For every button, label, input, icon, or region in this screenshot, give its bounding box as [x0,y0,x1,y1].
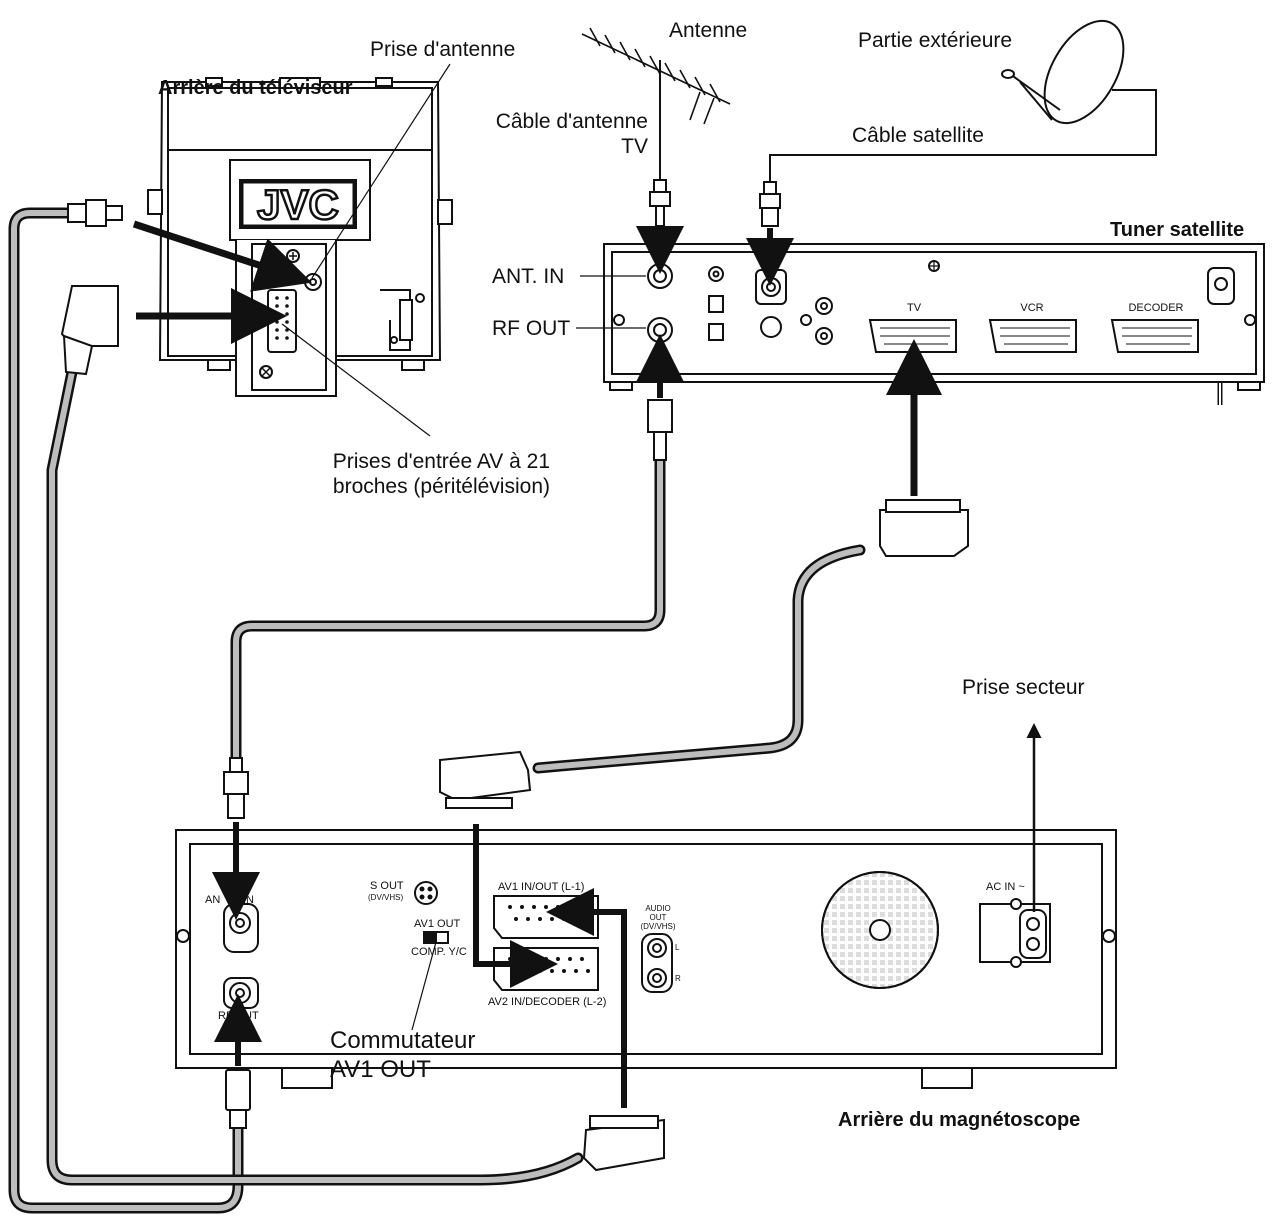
satellite-tuner-rear [603,243,1265,391]
arrow-antenna-tv [132,220,312,292]
comp-yc-label: COMP. Y/C [411,946,467,958]
scart-cable-tuner-vcr [532,544,866,774]
tv-scart-plug [60,285,119,376]
arrow-av1 [546,888,627,1108]
vcr-rf-out-label-a: RF [218,1010,233,1022]
tuner-decoder-label: DECODER [1128,302,1184,314]
vcr-ant-in-label-a: AN [205,894,221,906]
ant-in-label: ANT. IN [492,265,565,288]
vcr-ant-in-plug [223,757,249,819]
tv-antenna-cable-label: Câble d'antenne TV [495,110,648,158]
satellite-cable-label: Câble satellite [852,124,984,147]
av1-out-switch-label: Commutateur AV1 OUT [330,1027,476,1083]
tv-antenna-plug [67,199,123,227]
s-out-label: S OUT [370,880,404,892]
antenna-label: Antenne [669,19,748,42]
arrow-av2 [473,824,558,988]
callout-lines [281,63,646,1031]
av-inputs-label: Prises d'entrée AV à 21 broches (péritél… [332,450,550,498]
tuner-scart-plug [879,499,969,557]
vcr-rear [175,829,1117,1089]
satellite-dish-icon [1001,19,1125,125]
vcr-ant-in-label-b: IN [243,894,254,906]
vcr-av1-scart [493,895,599,939]
av2-in-decoder-label: AV2 IN/DECODER (L-2) [488,996,607,1008]
svg-text:JVC: JVC [257,181,339,228]
rf-out-label: RF OUT [492,317,571,340]
coax-cable-tuner-vcr [230,454,666,766]
scart-cable-tv [46,366,584,1186]
av1-scart-plug [582,1115,665,1172]
outdoor-unit-label: Partie extérieure [858,29,1013,52]
tuner-tv-label: TV [906,302,922,314]
vcr-rf-out-plug [225,1069,251,1129]
vcr-rear-title: Arrière du magnétoscope [838,1109,1081,1131]
satellite-tuner-title: Tuner satellite [1110,219,1245,241]
audio-l-label: L [675,943,680,952]
vcr-rf-out-label-b: UT [244,1010,259,1022]
av1-out-label: AV1 OUT [414,918,461,930]
ac-in-label: AC IN ~ [986,881,1025,893]
audio-out-label: AUDIO OUT (DV/VHS) [640,904,676,931]
s-out-sub-label: (DV/VHS) [368,893,404,902]
antenna-jack-label: Prise d'antenne [370,38,516,61]
tuner-vcr-label: VCR [1020,302,1044,314]
mains-outlet-label: Prise secteur [962,676,1085,699]
av1-inout-label: AV1 IN/OUT (L-1) [498,881,585,893]
satellite-cable-line [769,89,1157,182]
coax-cable-tv-loop [8,207,244,1214]
tv-antenna-icon [581,27,731,125]
tuner-rf-out-plug [647,399,673,461]
tv-rear-title: Arrière du téléviseur [158,77,353,99]
av2-scart-plug [439,750,532,809]
vcr-av2-scart [493,947,599,991]
arrows [132,220,1042,1108]
jvc-logo: JVC [240,180,356,229]
tv-rear [147,77,453,397]
satellite-f-plug [759,181,781,227]
audio-r-label: R [675,974,681,983]
antenna-coax-plug [649,179,671,227]
